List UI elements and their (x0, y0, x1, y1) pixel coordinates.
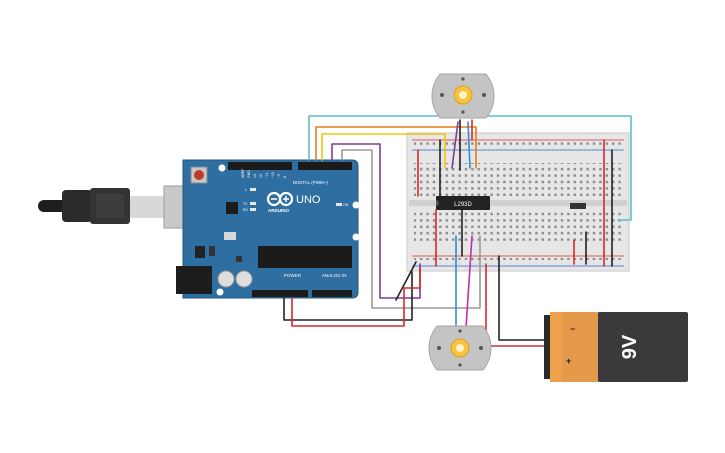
arduino-board: AREF GND 13 12 ~11 ~10 ~9 8 DIGITAL (PWM… (176, 159, 360, 299)
dc-motor-bottom (428, 325, 492, 371)
wires (283, 115, 632, 347)
analog-header-label: ANALOG IN (322, 273, 347, 278)
battery-label: 9V (619, 334, 641, 359)
svg-text:AREF: AREF (241, 169, 245, 178)
svg-text:12: 12 (259, 174, 263, 178)
l293d-chip: L293D (436, 196, 490, 210)
slide-switch[interactable] (570, 203, 586, 209)
battery-9v: − + 9V (544, 312, 688, 382)
svg-text:~11: ~11 (265, 172, 269, 178)
power-header-label: POWER (284, 273, 302, 278)
svg-text:~9: ~9 (277, 174, 281, 178)
led-on-label: ON (343, 203, 349, 207)
chip-label: L293D (454, 202, 472, 208)
svg-text:8: 8 (283, 176, 287, 178)
svg-text:GND: GND (247, 170, 251, 178)
digital-header-label: DIGITAL (PWM~) (293, 180, 328, 185)
battery-minus-label: − (570, 324, 575, 334)
microcontroller-chip (258, 246, 352, 268)
led-rx-label: RX (243, 208, 249, 212)
board-model: UNO (296, 194, 321, 206)
board-brand: ARDUINO (268, 208, 289, 213)
svg-text:~10: ~10 (271, 172, 275, 178)
led-l-label: L (245, 188, 247, 192)
dc-power-jack (176, 266, 212, 294)
svg-text:13: 13 (253, 174, 257, 178)
dc-motor-top (431, 73, 495, 119)
arduino-logo-icon (266, 191, 294, 207)
led-tx-label: TX (243, 202, 248, 206)
battery-plus-label: + (566, 356, 571, 366)
